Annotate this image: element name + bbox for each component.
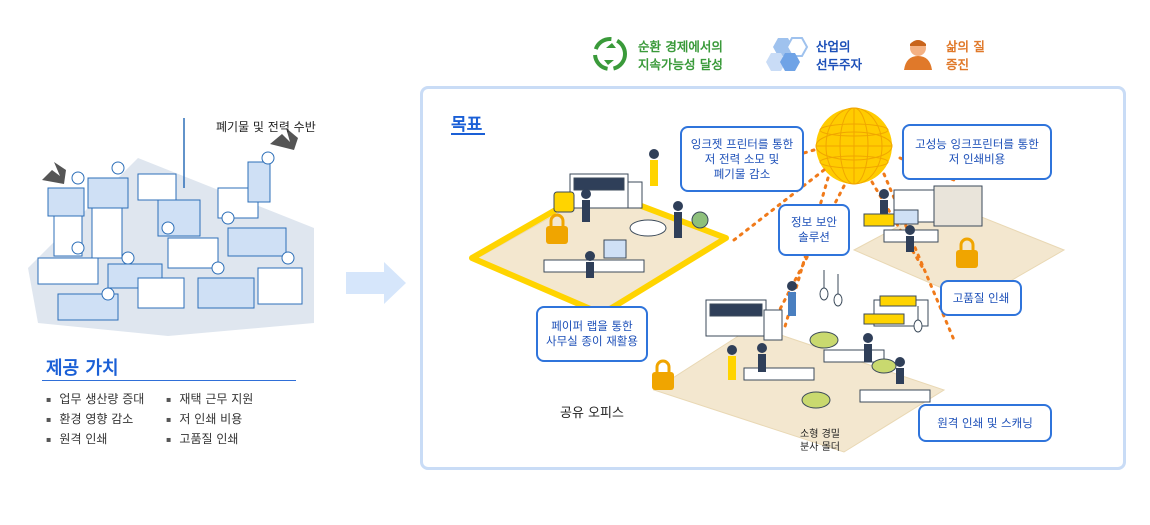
value-item: 저 인쇄 비용 (166, 409, 253, 429)
value-item: 고품질 인쇄 (166, 429, 253, 449)
arrow-right-icon (346, 262, 408, 308)
value-item: 원격 인쇄 (46, 429, 144, 449)
person-icon (900, 36, 936, 76)
value-item: 업무 생산량 증대 (46, 389, 144, 409)
goal-title-underline (451, 133, 485, 135)
shared-office-label: 공유 오피스 (560, 406, 624, 421)
waste-power-label: 폐기물 및 전력 수반 (216, 120, 316, 134)
callout-paperlab: 페이퍼 랩을 통한 사무실 종이 재활용 (536, 306, 648, 362)
callout-high-performance: 고성능 잉크프린터를 통한 저 인쇄비용 (902, 124, 1052, 180)
shared-office-illustration (424, 90, 1124, 472)
callout-inkjet: 잉크젯 프린터를 통한 저 전력 소모 및 폐기물 감소 (680, 126, 804, 192)
goal-panel-title: 목표 (451, 115, 483, 135)
callout-remote: 원격 인쇄 및 스캐닝 (918, 404, 1052, 442)
hexagon-icon (764, 36, 810, 78)
callout-quality: 고품질 인쇄 (940, 280, 1022, 316)
mail-folder-label: 소형 경밀 분사 몰더 (800, 429, 840, 453)
value-item: 환경 영향 감소 (46, 409, 144, 429)
value-section-title: 제공 가치 (46, 358, 119, 379)
recycle-icon (592, 36, 628, 76)
value-list-col1: 업무 생산량 증대 환경 영향 감소 원격 인쇄 (46, 389, 144, 449)
value-item: 재택 근무 지원 (166, 389, 253, 409)
value-list-col2: 재택 근무 지원 저 인쇄 비용 고품질 인쇄 (166, 389, 253, 449)
value-divider (42, 380, 296, 381)
current-office-illustration (18, 118, 314, 340)
callout-security: 정보 보안 솔루션 (778, 204, 850, 256)
padlock-icon (546, 213, 978, 390)
